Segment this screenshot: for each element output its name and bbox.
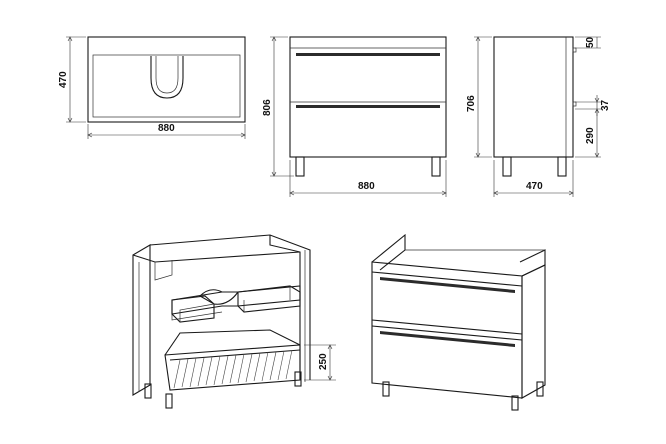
iso-closed-side-panel (521, 264, 546, 399)
top-view-width-label: 880 (158, 123, 175, 134)
side-view-body (493, 36, 574, 158)
front-view: 806 880 (262, 36, 447, 197)
iso-closed-front-leg (511, 395, 519, 411)
iso-closed-bottom-handle (380, 331, 515, 347)
front-view-body (289, 36, 447, 158)
side-left-leg (502, 156, 512, 177)
side-height-label: 706 (466, 95, 477, 112)
iso-drawer-hatching (173, 349, 293, 389)
front-bottom-handle (296, 105, 440, 108)
open-drawer-height-label: 250 (318, 353, 329, 370)
top-view-outline (87, 36, 246, 123)
side-top-offset-label: 50 (585, 36, 596, 48)
side-depth-label: 470 (526, 181, 543, 192)
front-top-handle (296, 53, 440, 56)
top-view-depth-label: 470 (58, 71, 69, 88)
side-view: 706 50 37 290 470 (466, 36, 611, 197)
side-drawer-height-label: 290 (585, 127, 596, 144)
side-gap-label: 37 (600, 99, 611, 111)
top-view: 470 880 (58, 36, 246, 139)
iso-top-drawer (171, 285, 301, 315)
front-height-label: 806 (262, 99, 273, 116)
front-right-leg (431, 156, 441, 177)
iso-closed-front (371, 261, 523, 399)
top-view-siphon-cutout (150, 56, 184, 99)
iso-bottom-drawer (164, 344, 301, 391)
iso-closed-top-handle (380, 277, 515, 293)
iso-front-leg (165, 393, 173, 409)
side-right-leg (557, 156, 567, 177)
isometric-closed-view (371, 233, 546, 411)
front-width-label: 880 (358, 181, 375, 192)
isometric-open-view: 250 (132, 234, 336, 409)
front-left-leg (295, 156, 305, 177)
iso-left-panel (132, 244, 151, 396)
top-view-basin-recess (92, 54, 241, 118)
